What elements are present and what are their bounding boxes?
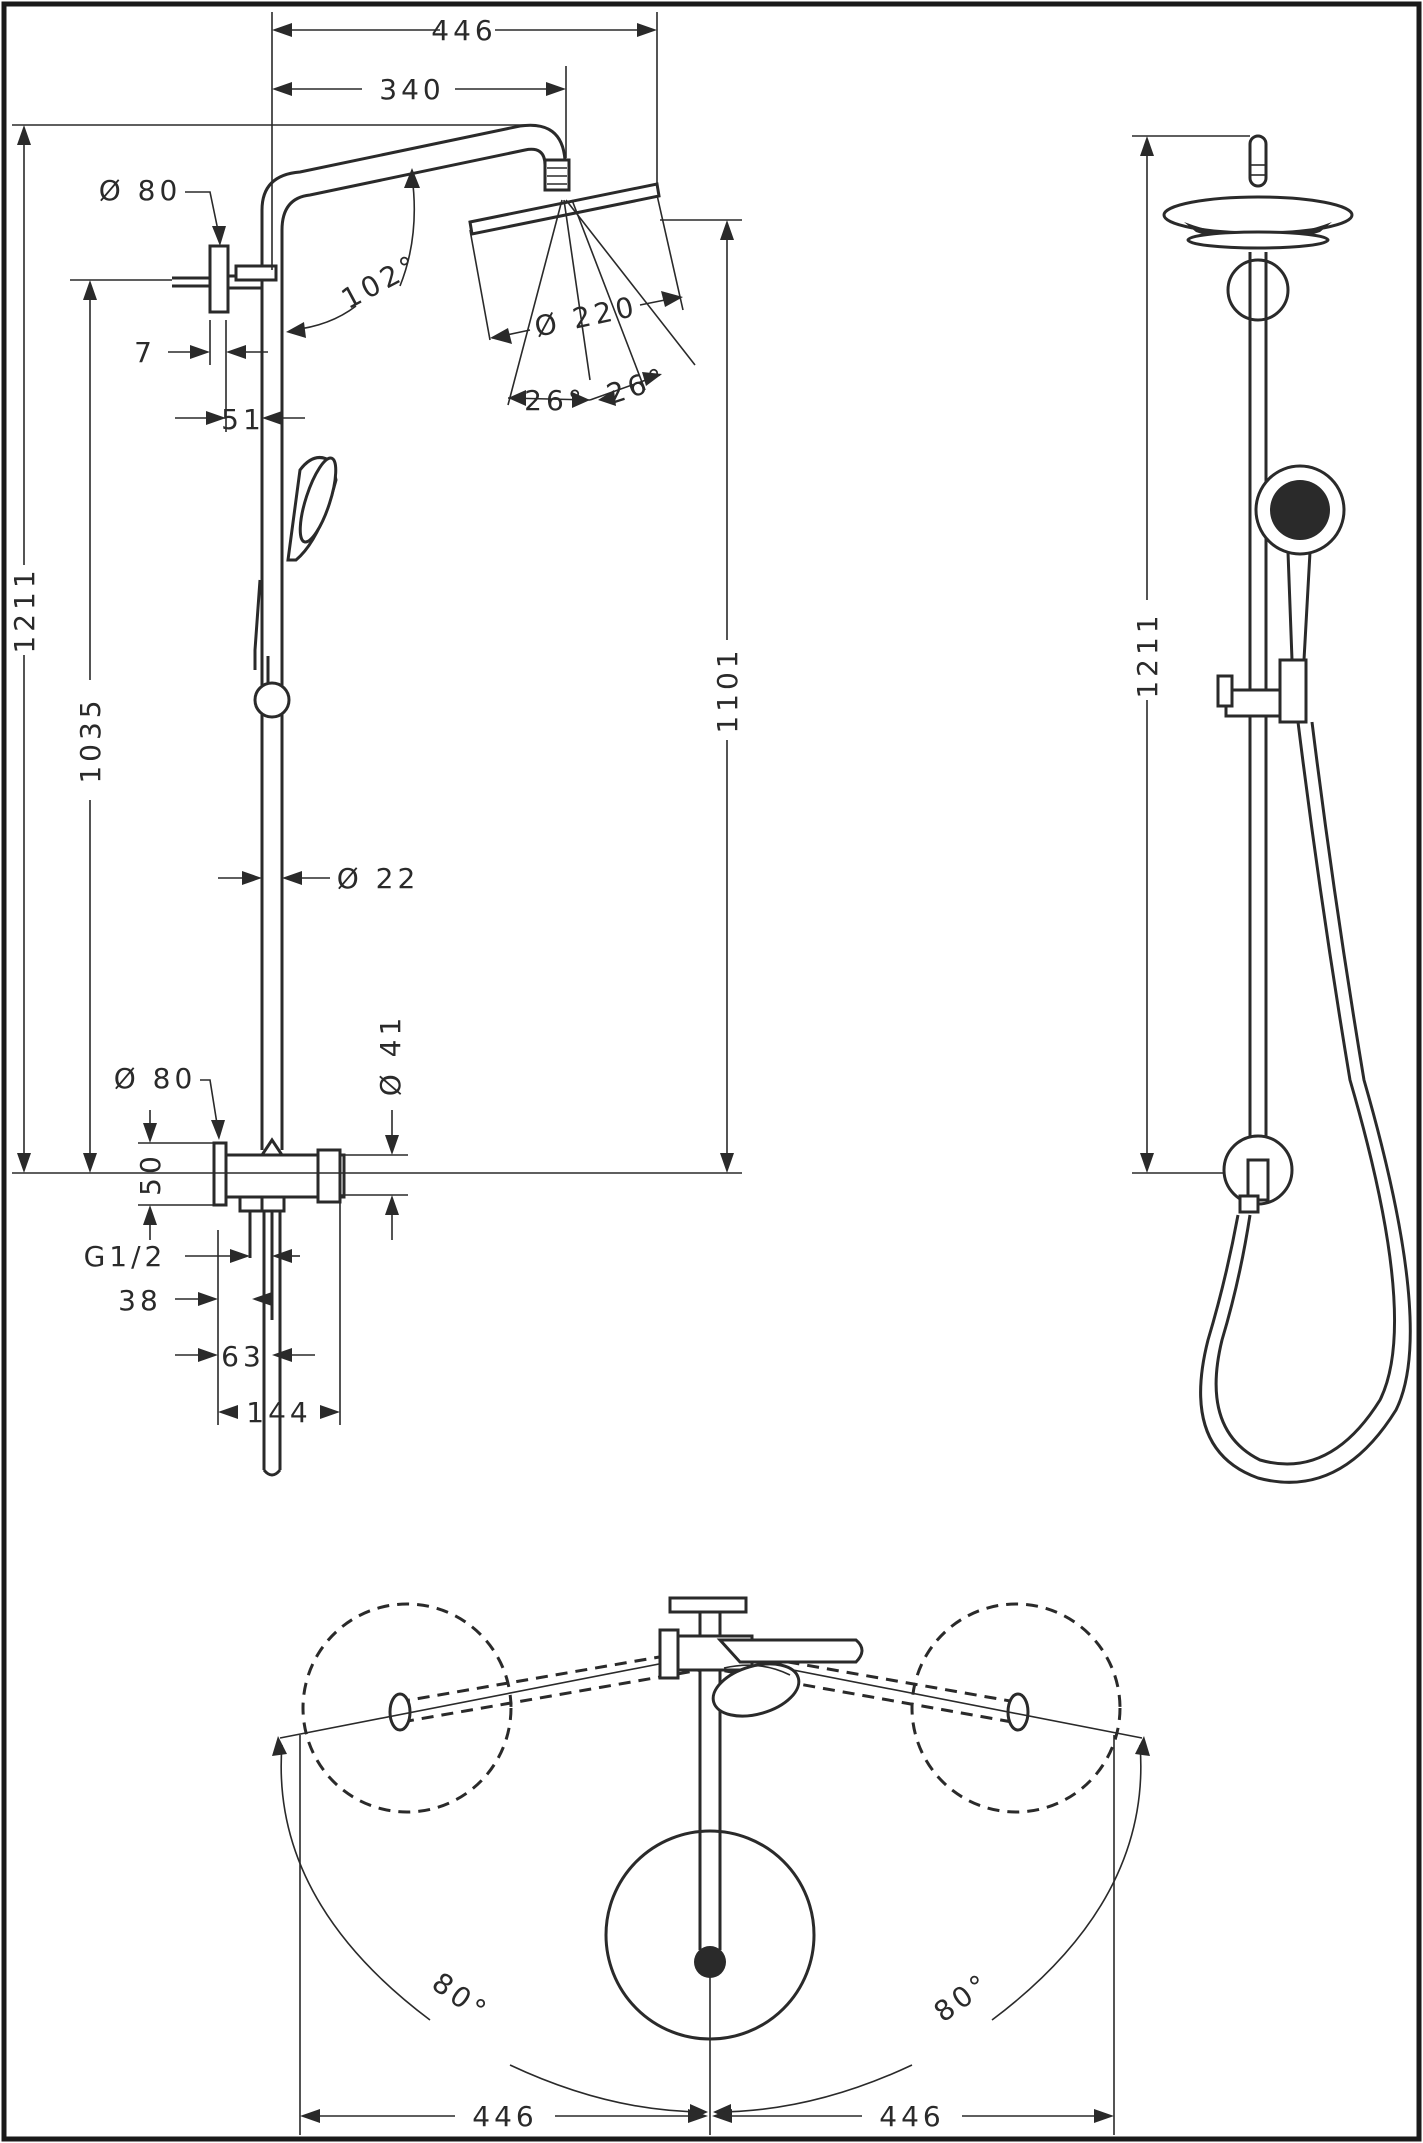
dim-g12-label: G1/2: [84, 1240, 167, 1273]
dim-102-label: 102°: [336, 247, 425, 315]
dim-51-label: 51: [221, 403, 265, 436]
dim-38-label: 38: [118, 1284, 162, 1317]
dim-144-label: 144: [246, 1396, 311, 1429]
dim-446-label: 446: [431, 14, 496, 47]
front-dim-1211-label: 1211: [1131, 611, 1164, 698]
side-view: 446 340 Ø 80 7 51 102°: [8, 12, 744, 1477]
dim-41-label: Ø 41: [374, 1014, 407, 1097]
dim-80-top-label: Ø 80: [99, 174, 182, 207]
dim-50-label: 50: [134, 1152, 167, 1196]
dim-1211-label: 1211: [8, 566, 41, 653]
top-dim-80-right-label: 80°: [928, 1966, 997, 2029]
dim-340-label: 340: [379, 73, 444, 106]
top-view: 80° 80° 446 446: [272, 1596, 1150, 2135]
dim-80-bottom-label: Ø 80: [114, 1062, 197, 1095]
dim-63-label: 63: [221, 1340, 265, 1373]
dim-1035-label: 1035: [74, 696, 107, 783]
dim-7-label: 7: [134, 336, 156, 369]
top-dim-80-left-label: 80°: [426, 1966, 495, 2029]
dim-22-label: Ø 22: [337, 862, 420, 895]
front-view: 1211: [1131, 134, 1412, 1484]
top-dim-446-left-label: 446: [472, 2100, 537, 2133]
dim-26-right-label: 26°: [603, 361, 672, 411]
top-dim-446-right-label: 446: [879, 2100, 944, 2133]
dim-26-left-label: 26°: [524, 384, 586, 417]
dim-1101-label: 1101: [711, 646, 744, 733]
